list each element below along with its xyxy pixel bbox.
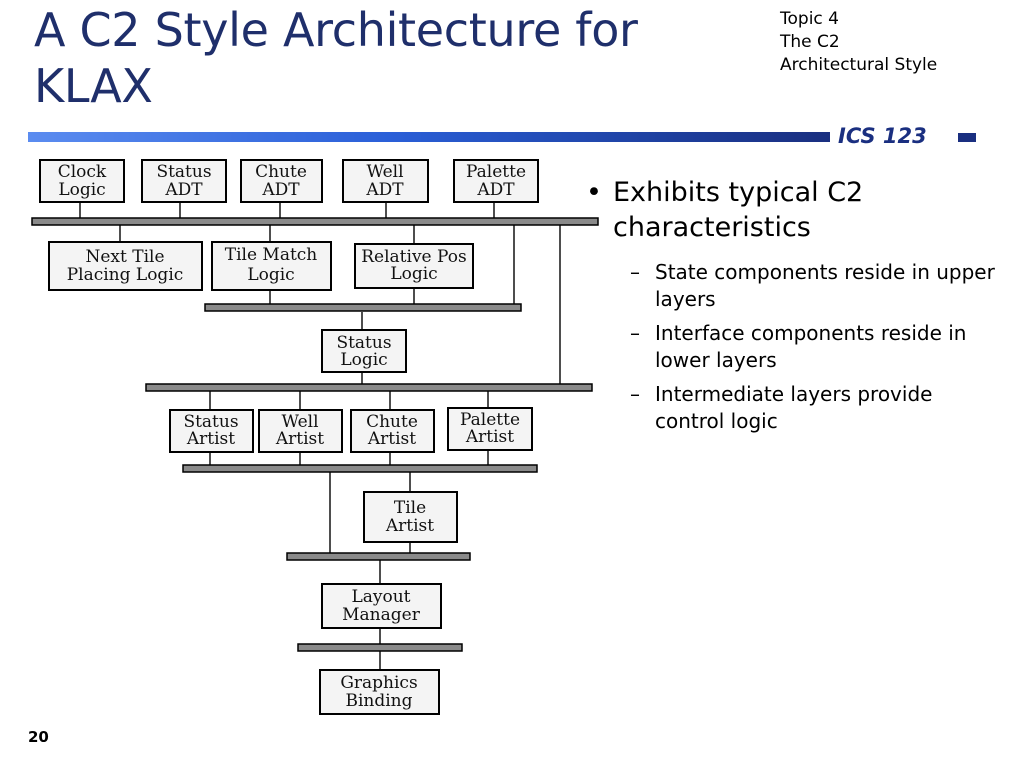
sub-bullet: – Interface components reside in lower l… bbox=[586, 320, 1006, 374]
logic-connector-bus bbox=[204, 303, 522, 312]
top-connector-bus bbox=[31, 217, 599, 226]
component-label: Clock bbox=[58, 162, 107, 182]
component-label: ADT bbox=[261, 180, 300, 200]
component-status-adt: Status ADT bbox=[141, 159, 227, 203]
component-label: Artist bbox=[367, 429, 416, 449]
artist-connector-bus bbox=[182, 464, 538, 473]
topic-line-3: Architectural Style bbox=[780, 55, 938, 75]
header-rule-bar bbox=[28, 132, 830, 142]
component-label: Graphics bbox=[340, 673, 417, 693]
component-label: Well bbox=[366, 162, 403, 182]
component-label: Logic bbox=[247, 265, 294, 285]
slide-title-line-2: KLAX bbox=[34, 59, 153, 113]
sub-bullet-text: Interface components reside in lower lay… bbox=[655, 321, 967, 372]
component-label: Layout bbox=[351, 587, 410, 607]
main-bullet: • Exhibits typical C2 characteristics bbox=[586, 175, 1006, 245]
component-palette-artist: Palette Artist bbox=[447, 407, 533, 451]
component-next-tile-placing-logic: Next Tile Placing Logic bbox=[48, 241, 203, 291]
component-label: Tile bbox=[394, 498, 426, 518]
component-label: Status bbox=[336, 333, 391, 353]
middle-connector-bus bbox=[145, 383, 593, 392]
component-label: Next Tile bbox=[85, 247, 164, 267]
component-graphics-binding: Graphics Binding bbox=[319, 669, 440, 715]
page-number: 20 bbox=[28, 728, 49, 746]
component-label: Placing Logic bbox=[67, 265, 184, 285]
component-status-artist: Status Artist bbox=[169, 409, 254, 453]
component-palette-adt: Palette ADT bbox=[453, 159, 539, 203]
slide-title: A C2 Style Architecture for KLAX bbox=[34, 2, 734, 114]
component-label: Artist bbox=[385, 516, 434, 536]
component-chute-artist: Chute Artist bbox=[350, 409, 435, 453]
topic-label: Topic 4 The C2 Architectural Style bbox=[780, 8, 937, 77]
component-label: Logic bbox=[390, 264, 437, 284]
bullet-list: • Exhibits typical C2 characteristics – … bbox=[586, 175, 1006, 442]
component-label: Status bbox=[156, 162, 211, 182]
component-well-artist: Well Artist bbox=[258, 409, 343, 453]
topic-line-1: Topic 4 bbox=[780, 9, 839, 29]
component-label: Logic bbox=[340, 350, 387, 370]
c2-architecture-diagram: Clock Logic Status ADT Chute ADT Well AD… bbox=[31, 159, 599, 715]
main-bullet-text: Exhibits typical C2 characteristics bbox=[613, 177, 864, 243]
component-label: Palette bbox=[466, 162, 526, 182]
component-well-adt: Well ADT bbox=[342, 159, 429, 203]
component-relative-pos-logic: Relative Pos Logic bbox=[354, 243, 474, 289]
dash-icon: – bbox=[630, 382, 640, 406]
bullet-dot-icon: • bbox=[586, 177, 602, 208]
connector-wires bbox=[79, 202, 561, 670]
component-label: Manager bbox=[342, 605, 421, 625]
component-label: Binding bbox=[345, 691, 412, 711]
sub-bullet: – State components reside in upper layer… bbox=[586, 259, 1006, 313]
tile-connector-bus bbox=[286, 552, 471, 561]
component-label: Logic bbox=[58, 180, 105, 200]
topic-line-2: The C2 bbox=[780, 32, 840, 52]
component-label: Status bbox=[183, 412, 238, 432]
layout-connector-bus bbox=[297, 643, 463, 652]
component-label: Palette bbox=[460, 410, 520, 430]
header-rule-tail bbox=[958, 133, 976, 142]
component-label: ADT bbox=[164, 180, 203, 200]
component-tile-artist: Tile Artist bbox=[363, 491, 458, 543]
component-chute-adt: Chute ADT bbox=[240, 159, 323, 203]
component-label: Relative Pos bbox=[361, 247, 466, 267]
component-label: Artist bbox=[465, 427, 514, 447]
component-label: Artist bbox=[186, 429, 235, 449]
dash-icon: – bbox=[630, 260, 640, 284]
sub-bullet: – Intermediate layers provide control lo… bbox=[586, 381, 1006, 435]
component-label: Chute bbox=[366, 412, 418, 432]
dash-icon: – bbox=[630, 321, 640, 345]
component-label: ADT bbox=[476, 180, 515, 200]
component-clock-logic: Clock Logic bbox=[39, 159, 125, 203]
component-label: Well bbox=[281, 412, 318, 432]
component-label: Tile Match bbox=[225, 245, 318, 265]
course-label: ICS 123 bbox=[838, 124, 927, 148]
sub-bullet-text: State components reside in upper layers bbox=[655, 260, 995, 311]
component-label: Artist bbox=[275, 429, 324, 449]
component-status-logic: Status Logic bbox=[321, 329, 407, 373]
component-tile-match-logic: Tile Match Logic bbox=[211, 241, 332, 291]
component-layout-manager: Layout Manager bbox=[321, 583, 442, 629]
sub-bullet-list: – State components reside in upper layer… bbox=[586, 259, 1006, 435]
component-label: Chute bbox=[255, 162, 307, 182]
slide-title-line-1: A C2 Style Architecture for bbox=[34, 3, 638, 57]
component-label: ADT bbox=[365, 180, 404, 200]
sub-bullet-text: Intermediate layers provide control logi… bbox=[655, 382, 933, 433]
